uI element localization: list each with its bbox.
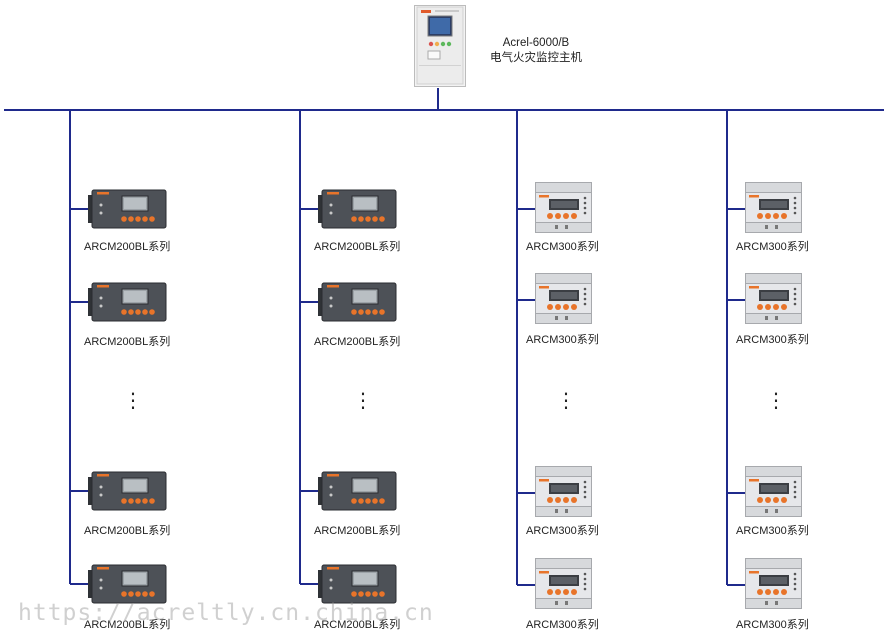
device-label: ARCM200BL系列 <box>84 619 171 631</box>
watermark-text: https://acreltly.cn.china.cn <box>18 600 434 626</box>
arcm200bl-device-icon <box>88 282 167 322</box>
arcm200bl-device-icon <box>318 471 397 511</box>
device-label: ARCM300系列 <box>526 619 599 631</box>
arcm200bl-device-icon <box>88 189 167 229</box>
host-model-label: Acrel-6000/B <box>502 37 570 49</box>
arcm300-device-icon <box>535 466 592 517</box>
device-label: ARCM200BL系列 <box>314 336 401 348</box>
ellipsis-dots: ⋮ <box>123 390 143 412</box>
host-name-label: 电气火灾监控主机 <box>490 52 582 64</box>
device-label: ARCM200BL系列 <box>84 525 171 537</box>
device-label: ARCM300系列 <box>736 525 809 537</box>
device-label: ARCM300系列 <box>526 334 599 346</box>
host-cabinet-icon <box>414 5 466 87</box>
ellipsis-dots: ⋮ <box>353 390 373 412</box>
arcm200bl-device-icon <box>318 282 397 322</box>
device-label: ARCM200BL系列 <box>314 525 401 537</box>
arcm300-device-icon <box>745 182 802 233</box>
device-label: ARCM200BL系列 <box>314 619 401 631</box>
arcm200bl-device-icon <box>88 564 167 604</box>
device-label: ARCM300系列 <box>526 525 599 537</box>
host-title: Acrel-6000/B 电气火灾监控主机 <box>476 36 596 66</box>
device-label: ARCM300系列 <box>736 619 809 631</box>
arcm200bl-device-icon <box>318 189 397 229</box>
device-label: ARCM200BL系列 <box>84 241 171 253</box>
arcm300-device-icon <box>535 182 592 233</box>
ellipsis-dots: ⋮ <box>766 390 786 412</box>
device-label: ARCM200BL系列 <box>314 241 401 253</box>
device-label: ARCM300系列 <box>736 241 809 253</box>
arcm300-device-icon <box>535 273 592 324</box>
device-label: ARCM300系列 <box>526 241 599 253</box>
device-label: ARCM300系列 <box>736 334 809 346</box>
arcm300-device-icon <box>745 273 802 324</box>
arcm300-device-icon <box>745 466 802 517</box>
ellipsis-dots: ⋮ <box>556 390 576 412</box>
arcm300-device-icon <box>745 558 802 609</box>
arcm200bl-device-icon <box>88 471 167 511</box>
device-label: ARCM200BL系列 <box>84 336 171 348</box>
arcm200bl-device-icon <box>318 564 397 604</box>
arcm300-device-icon <box>535 558 592 609</box>
